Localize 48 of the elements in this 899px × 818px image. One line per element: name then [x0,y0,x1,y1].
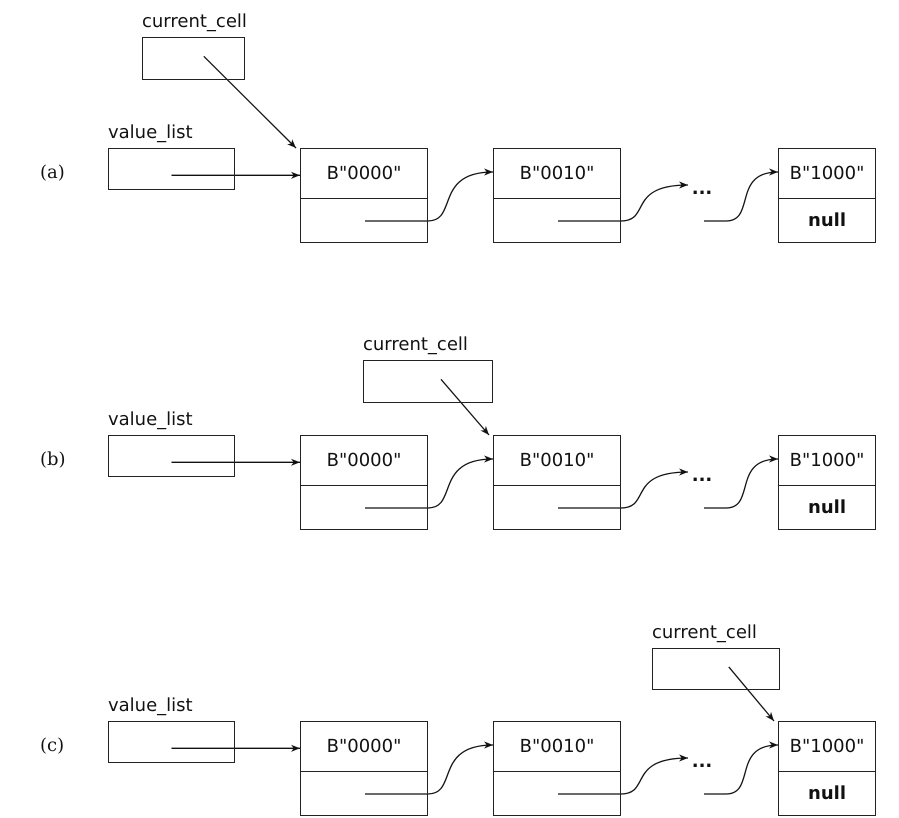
variable-name: current_cell [142,11,247,33]
panel-label: (b) [40,449,66,470]
ellipsis-text: ... [690,178,714,200]
panel-label: (a) [40,162,65,183]
pointer-arrow [172,458,300,466]
cell-value: B"0000" [326,450,402,471]
null-value: null [808,497,846,518]
pointer-arrow [440,378,490,436]
list-cell [778,721,876,816]
list-cell [778,435,876,530]
pointer-arrow [704,169,778,222]
list-cell [493,721,621,816]
cell-value: B"1000" [790,450,864,471]
cell-value: B"0010" [520,450,594,471]
list-cell [300,435,428,530]
pointer-arrow [365,742,494,795]
pointer-arrow [728,666,774,722]
pointer-arrow [558,754,688,795]
cell-value: B"1000" [790,736,864,757]
panel-label: (c) [40,735,64,756]
pointer-arrow [365,169,494,222]
variable-name: value_list [108,409,193,431]
pointer-arrow [704,742,778,795]
pointer-arrow [365,456,494,509]
variable-name: current_cell [363,334,468,356]
cell-value: B"0000" [326,163,402,184]
variable-name: value_list [108,695,193,717]
pointer-arrow [558,468,688,509]
list-cell [778,148,876,243]
pointer-arrow [172,172,300,179]
list-cell [493,148,621,243]
cell-value: B"0010" [520,736,594,757]
list-cell [300,721,428,816]
variable-name: current_cell [652,622,757,644]
ellipsis-text: ... [690,751,714,773]
ellipsis-text: ... [690,465,714,487]
pointer-arrow [558,182,688,222]
list-cell [493,435,621,530]
null-value: null [808,783,846,804]
null-value: null [808,210,846,231]
pointer-arrow [203,56,296,148]
list-cell [300,148,428,243]
variable-name: value_list [108,122,193,144]
pointer-arrow [704,456,778,509]
cell-value: B"0010" [520,163,594,184]
cell-value: B"0000" [326,736,402,757]
pointer-arrow [172,744,300,752]
cell-value: B"1000" [790,163,864,184]
